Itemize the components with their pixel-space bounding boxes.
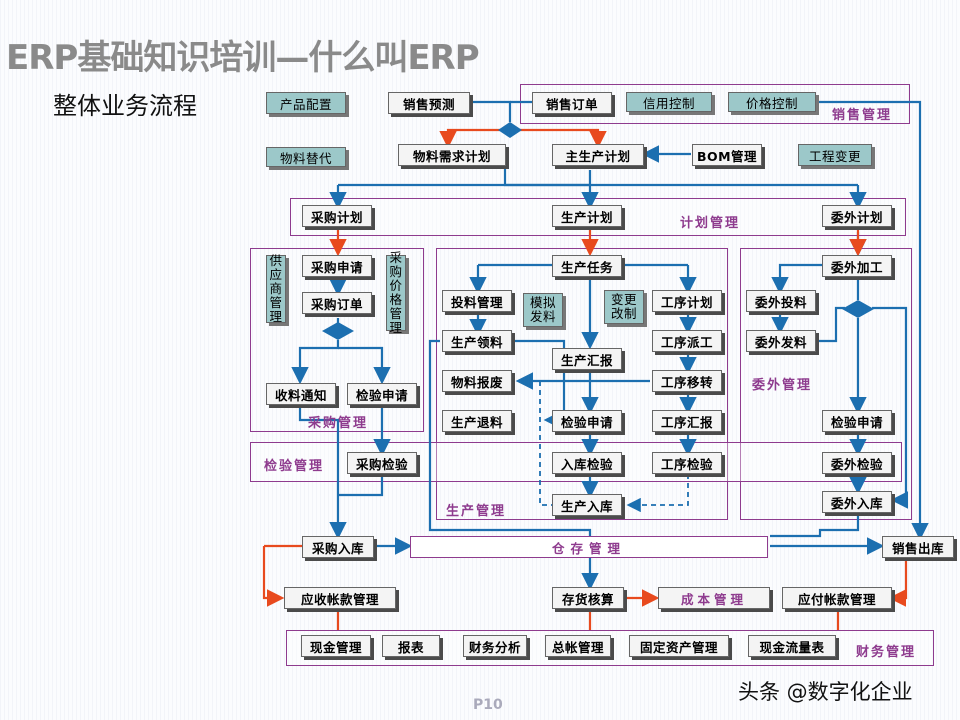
- decision-diamond-purchase: [322, 322, 354, 340]
- node-supplier-mgmt: 供应商管理: [266, 254, 286, 324]
- node-purchase-order: 采购订单: [302, 292, 372, 314]
- node-sales-order: 销售订单: [532, 92, 612, 114]
- node-out-process: 委外加工: [822, 255, 892, 277]
- node-receipt-notice: 收料通知: [266, 383, 336, 405]
- page-subtitle: 整体业务流程: [53, 92, 197, 120]
- node-process-report: 工序汇报: [652, 410, 722, 432]
- decision-diamond-sales: [498, 122, 522, 138]
- node-purchase-in: 采购入库: [302, 536, 374, 558]
- node-ap-mgmt: 应付帐款管理: [782, 587, 892, 609]
- page-number: P10: [473, 697, 503, 713]
- node-process-inspect: 工序检验: [652, 452, 722, 474]
- node-warehouse-mgmt: 仓存管理: [410, 536, 768, 558]
- node-purchase-request: 采购申请: [302, 255, 372, 277]
- line-forecast: [473, 100, 512, 122]
- label-sales-mgmt: 销售管理: [832, 108, 893, 123]
- node-mps: 主生产计划: [552, 144, 644, 166]
- node-out-inspect: 委外检验: [822, 452, 892, 474]
- node-sales-forecast: 销售预测: [388, 92, 470, 114]
- node-fin-analysis: 财务分析: [463, 635, 527, 657]
- node-inventory-acct: 存货核算: [552, 587, 624, 609]
- node-prod-picking: 生产领料: [442, 330, 512, 352]
- node-process-transfer: 工序移转: [652, 370, 722, 392]
- node-price-control: 价格控制: [728, 92, 816, 112]
- label-finance-mgmt: 财务管理: [856, 645, 917, 660]
- node-process-dispatch: 工序派工: [652, 330, 722, 352]
- node-inspect-request-purchase: 检验申请: [347, 383, 417, 405]
- node-material-substitute: 物料替代: [266, 147, 346, 167]
- node-sales-out: 销售出库: [882, 536, 954, 558]
- node-cost-mgmt: 成本管理: [658, 587, 770, 609]
- sales-mgmt-frame: [520, 84, 910, 124]
- node-material-scrap: 物料报废: [442, 370, 512, 392]
- node-cash-mgmt: 现金管理: [301, 635, 371, 657]
- page-title: ERP基础知识培训—什么叫ERP: [6, 38, 480, 78]
- node-product-config: 产品配置: [266, 92, 346, 114]
- node-credit-control: 信用控制: [626, 92, 712, 112]
- node-purchase-price: 采购价格管理: [386, 251, 406, 335]
- node-inspect-request-outsource: 检验申请: [822, 410, 892, 432]
- node-production-plan: 生产计划: [552, 205, 622, 227]
- node-sim-issue: 模拟发料: [523, 293, 563, 327]
- node-fixed-assets: 固定资产管理: [629, 635, 729, 657]
- node-out-issue: 委外发料: [746, 330, 816, 352]
- outsource-mgmt-frame: [740, 248, 912, 520]
- node-purchase-plan: 采购计划: [302, 205, 372, 227]
- line-mrp-mps: [503, 168, 592, 187]
- node-production-task: 生产任务: [552, 255, 622, 277]
- node-outsource-plan: 委外计划: [822, 205, 892, 227]
- node-inspect-request-production: 检验申请: [552, 410, 622, 432]
- node-reports: 报表: [382, 635, 440, 657]
- label-production-mgmt: 生产管理: [446, 504, 507, 519]
- node-process-plan: 工序计划: [652, 290, 722, 312]
- watermark: 头条 @数字化企业: [738, 680, 913, 704]
- node-out-feeding: 委外投料: [746, 290, 816, 312]
- node-ar-mgmt: 应收帐款管理: [284, 587, 396, 609]
- node-prod-return: 生产退料: [442, 410, 512, 432]
- label-plan-mgmt: 计划管理: [680, 216, 741, 231]
- node-in-inspect: 入库检验: [552, 452, 622, 474]
- node-change-revise: 变更改制: [604, 290, 644, 324]
- node-gl-mgmt: 总帐管理: [545, 635, 611, 657]
- node-purchase-inspect: 采购检验: [347, 452, 417, 474]
- node-prod-in: 生产入库: [552, 494, 622, 516]
- label-purchase-mgmt: 采购管理: [308, 416, 369, 431]
- node-bom: BOM管理: [692, 144, 762, 166]
- label-inspect-mgmt: 检验管理: [264, 459, 325, 474]
- node-eng-change: 工程变更: [798, 144, 872, 166]
- decision-diamond-outsource: [842, 300, 874, 318]
- node-mrp: 物料需求计划: [398, 144, 506, 166]
- node-feeding-mgmt: 投料管理: [442, 290, 512, 312]
- node-prod-report: 生产汇报: [552, 348, 622, 370]
- node-cash-flow: 现金流量表: [748, 635, 836, 657]
- node-out-in: 委外入库: [822, 491, 892, 513]
- label-outsource-mgmt: 委外管理: [752, 378, 813, 393]
